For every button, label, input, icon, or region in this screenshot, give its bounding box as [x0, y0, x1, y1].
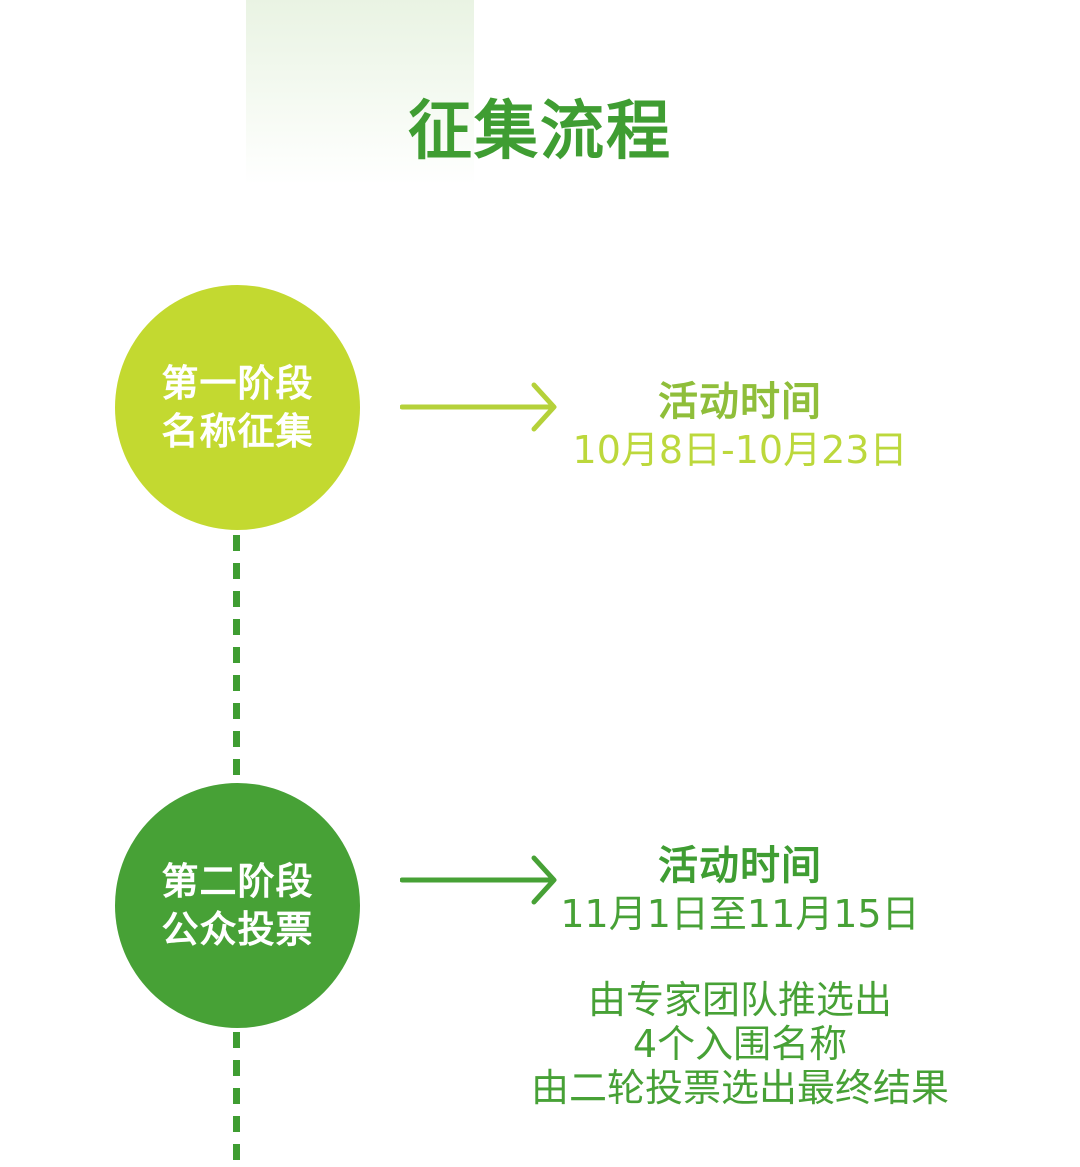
- arrow-right-icon: [400, 382, 557, 432]
- stage-2-note-line: 由专家团队推选出: [587, 978, 892, 1022]
- stage-1-circle: 第一阶段 名称征集: [115, 285, 360, 530]
- stage-2-circle: 第二阶段 公众投票: [115, 783, 360, 1028]
- stage-2-info: 活动时间 11月1日至11月15日: [450, 842, 1030, 938]
- stage-2-date: 11月1日至11月15日: [560, 892, 920, 936]
- stage-2-note-line: 由二轮投票选出最终结果: [530, 1066, 949, 1110]
- stage-1-label-line2: 名称征集: [161, 409, 314, 453]
- stage-2-time-heading: 活动时间: [658, 843, 822, 889]
- stage-2-notes: 由专家团队推选出 4个入围名称 由二轮投票选出最终结果: [450, 978, 1030, 1110]
- stage-1-time-heading: 活动时间: [658, 379, 822, 425]
- timeline-connector: [233, 535, 240, 780]
- stage-1-label-line1: 第一阶段: [161, 361, 314, 405]
- stage-1-date: 10月8日-10月23日: [572, 428, 908, 472]
- stage-2-note-line: 4个入围名称: [632, 1022, 848, 1066]
- stage-2-label-line2: 公众投票: [161, 907, 314, 951]
- stage-2-label-line1: 第二阶段: [161, 859, 314, 903]
- page-title: 征集流程: [408, 95, 672, 169]
- arrow-right-icon: [400, 855, 557, 905]
- title-background: [246, 0, 474, 185]
- stage-1-info: 活动时间 10月8日-10月23日: [450, 378, 1030, 474]
- timeline-connector: [233, 1032, 240, 1167]
